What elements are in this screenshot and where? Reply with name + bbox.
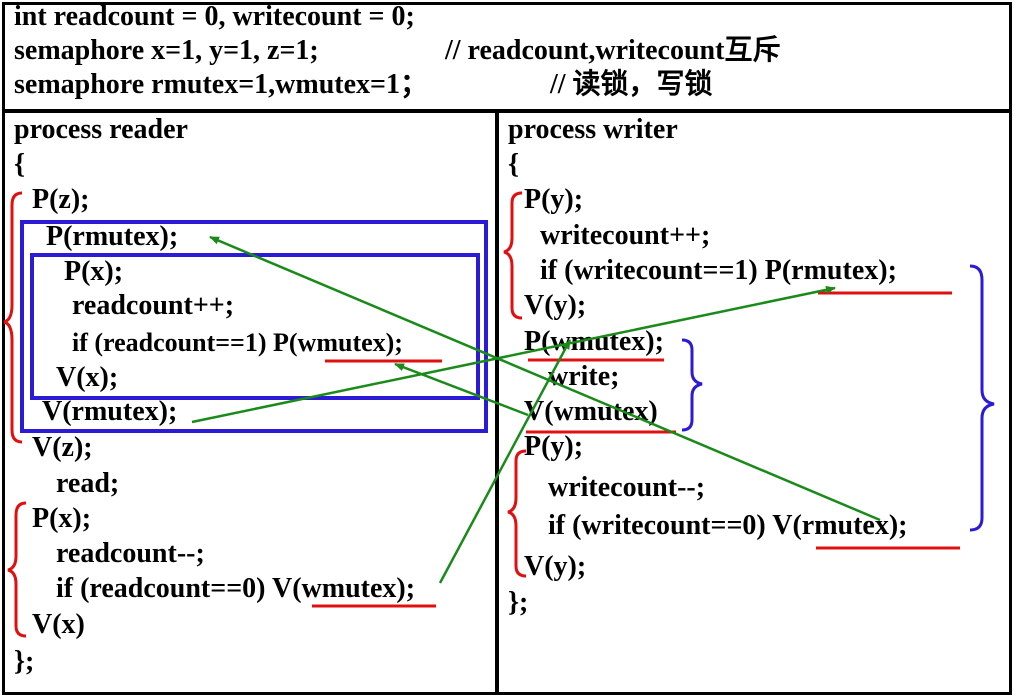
decl-comment-locks: // 读锁，写锁 xyxy=(550,69,713,100)
reader-if-first-reader: if (readcount==1) P(wmutex); xyxy=(72,328,403,357)
reader-title: process reader xyxy=(14,114,188,145)
decl-semaphores-xyz: semaphore x=1, y=1, z=1; xyxy=(14,35,319,66)
decl-comment-mutex: // readcount,writecount互斥 xyxy=(445,35,781,66)
reader-v-z: V(z); xyxy=(32,432,93,463)
arrow-reader-v-wmutex-to-writer-p-wmutex xyxy=(438,339,572,584)
decl-semaphores-locks: semaphore rmutex=1,wmutex=1； xyxy=(14,69,428,100)
arrow-writer-v-wmutex-to-reader-p-wmutex xyxy=(394,362,529,417)
writer-v-wmutex: V(wmutex) xyxy=(524,396,658,427)
reader-readcount-dec: readcount--; xyxy=(56,538,205,569)
reader-readcount-inc: readcount++; xyxy=(72,290,235,321)
blue-brace-wmutex xyxy=(681,338,703,432)
reader-v-x-2: V(x) xyxy=(32,609,85,640)
reader-open-brace: { xyxy=(14,149,26,180)
writer-write: write; xyxy=(548,361,620,392)
reader-p-rmutex: P(rmutex); xyxy=(46,221,179,252)
red-brace-reader-x xyxy=(7,501,27,638)
decl-counters: int readcount = 0, writecount = 0; xyxy=(14,1,415,32)
reader-p-z: P(z); xyxy=(32,184,90,215)
writer-p-y-2: P(y); xyxy=(524,431,584,462)
arrow-reader-v-rmutex-to-writer-p-rmutex xyxy=(191,285,836,424)
writer-if-last-writer: if (writecount==0) V(rmutex); xyxy=(548,510,908,541)
red-brace-reader-z xyxy=(3,191,23,444)
reader-read: read; xyxy=(56,468,120,499)
writer-v-y-2: V(y); xyxy=(524,551,587,582)
writer-if-first-writer: if (writecount==1) P(rmutex); xyxy=(540,255,897,286)
arrow-writer-v-rmutex-to-reader-p-rmutex xyxy=(209,235,881,522)
writer-open-brace: { xyxy=(508,149,520,180)
writer-writecount-dec: writecount--; xyxy=(548,472,706,503)
blue-brace-rmutex xyxy=(969,264,995,532)
writer-p-wmutex: P(wmutex); xyxy=(524,326,664,357)
reader-close-brace: }; xyxy=(14,646,35,677)
red-brace-writer-y-2 xyxy=(507,449,527,578)
writer-close-brace: }; xyxy=(508,587,529,618)
writer-p-y-1: P(y); xyxy=(524,184,584,215)
writer-title: process writer xyxy=(508,114,678,145)
reader-if-last-reader: if (readcount==0) V(wmutex); xyxy=(56,573,416,604)
reader-p-x-2: P(x); xyxy=(32,503,92,534)
reader-v-rmutex: V(rmutex); xyxy=(42,396,178,427)
writer-v-y-1: V(y); xyxy=(524,290,587,321)
writer-writecount-inc: writecount++; xyxy=(540,220,711,251)
reader-p-x-1: P(x); xyxy=(64,256,124,287)
reader-v-x-1: V(x); xyxy=(56,362,119,393)
rmutex-critical-region-box xyxy=(20,220,488,433)
red-brace-writer-y-1 xyxy=(503,191,523,320)
